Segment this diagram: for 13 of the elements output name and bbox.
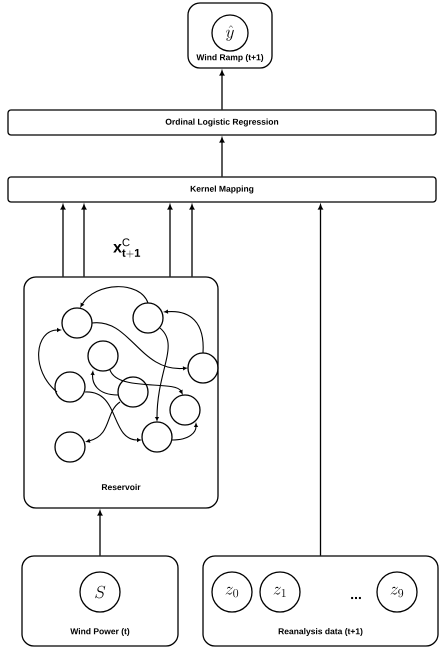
ellipsis: ... bbox=[351, 596, 361, 600]
arrow bbox=[82, 204, 86, 276]
group-box: Reservoir bbox=[23, 276, 219, 509]
layer-box: Kernel Mapping bbox=[7, 176, 437, 203]
arrow bbox=[220, 137, 224, 176]
arrow bbox=[98, 510, 102, 556]
layer-box: Ordinal Logistic Regression bbox=[7, 109, 437, 136]
arrow bbox=[60, 204, 66, 276]
arrow bbox=[318, 204, 323, 556]
arrow bbox=[220, 70, 224, 110]
arrow bbox=[168, 204, 172, 276]
arrow bbox=[190, 204, 194, 276]
state-label: $\mathbf{x}^{\mathrm{C}}_{\mathbf{t+1}}$ bbox=[113, 238, 140, 258]
